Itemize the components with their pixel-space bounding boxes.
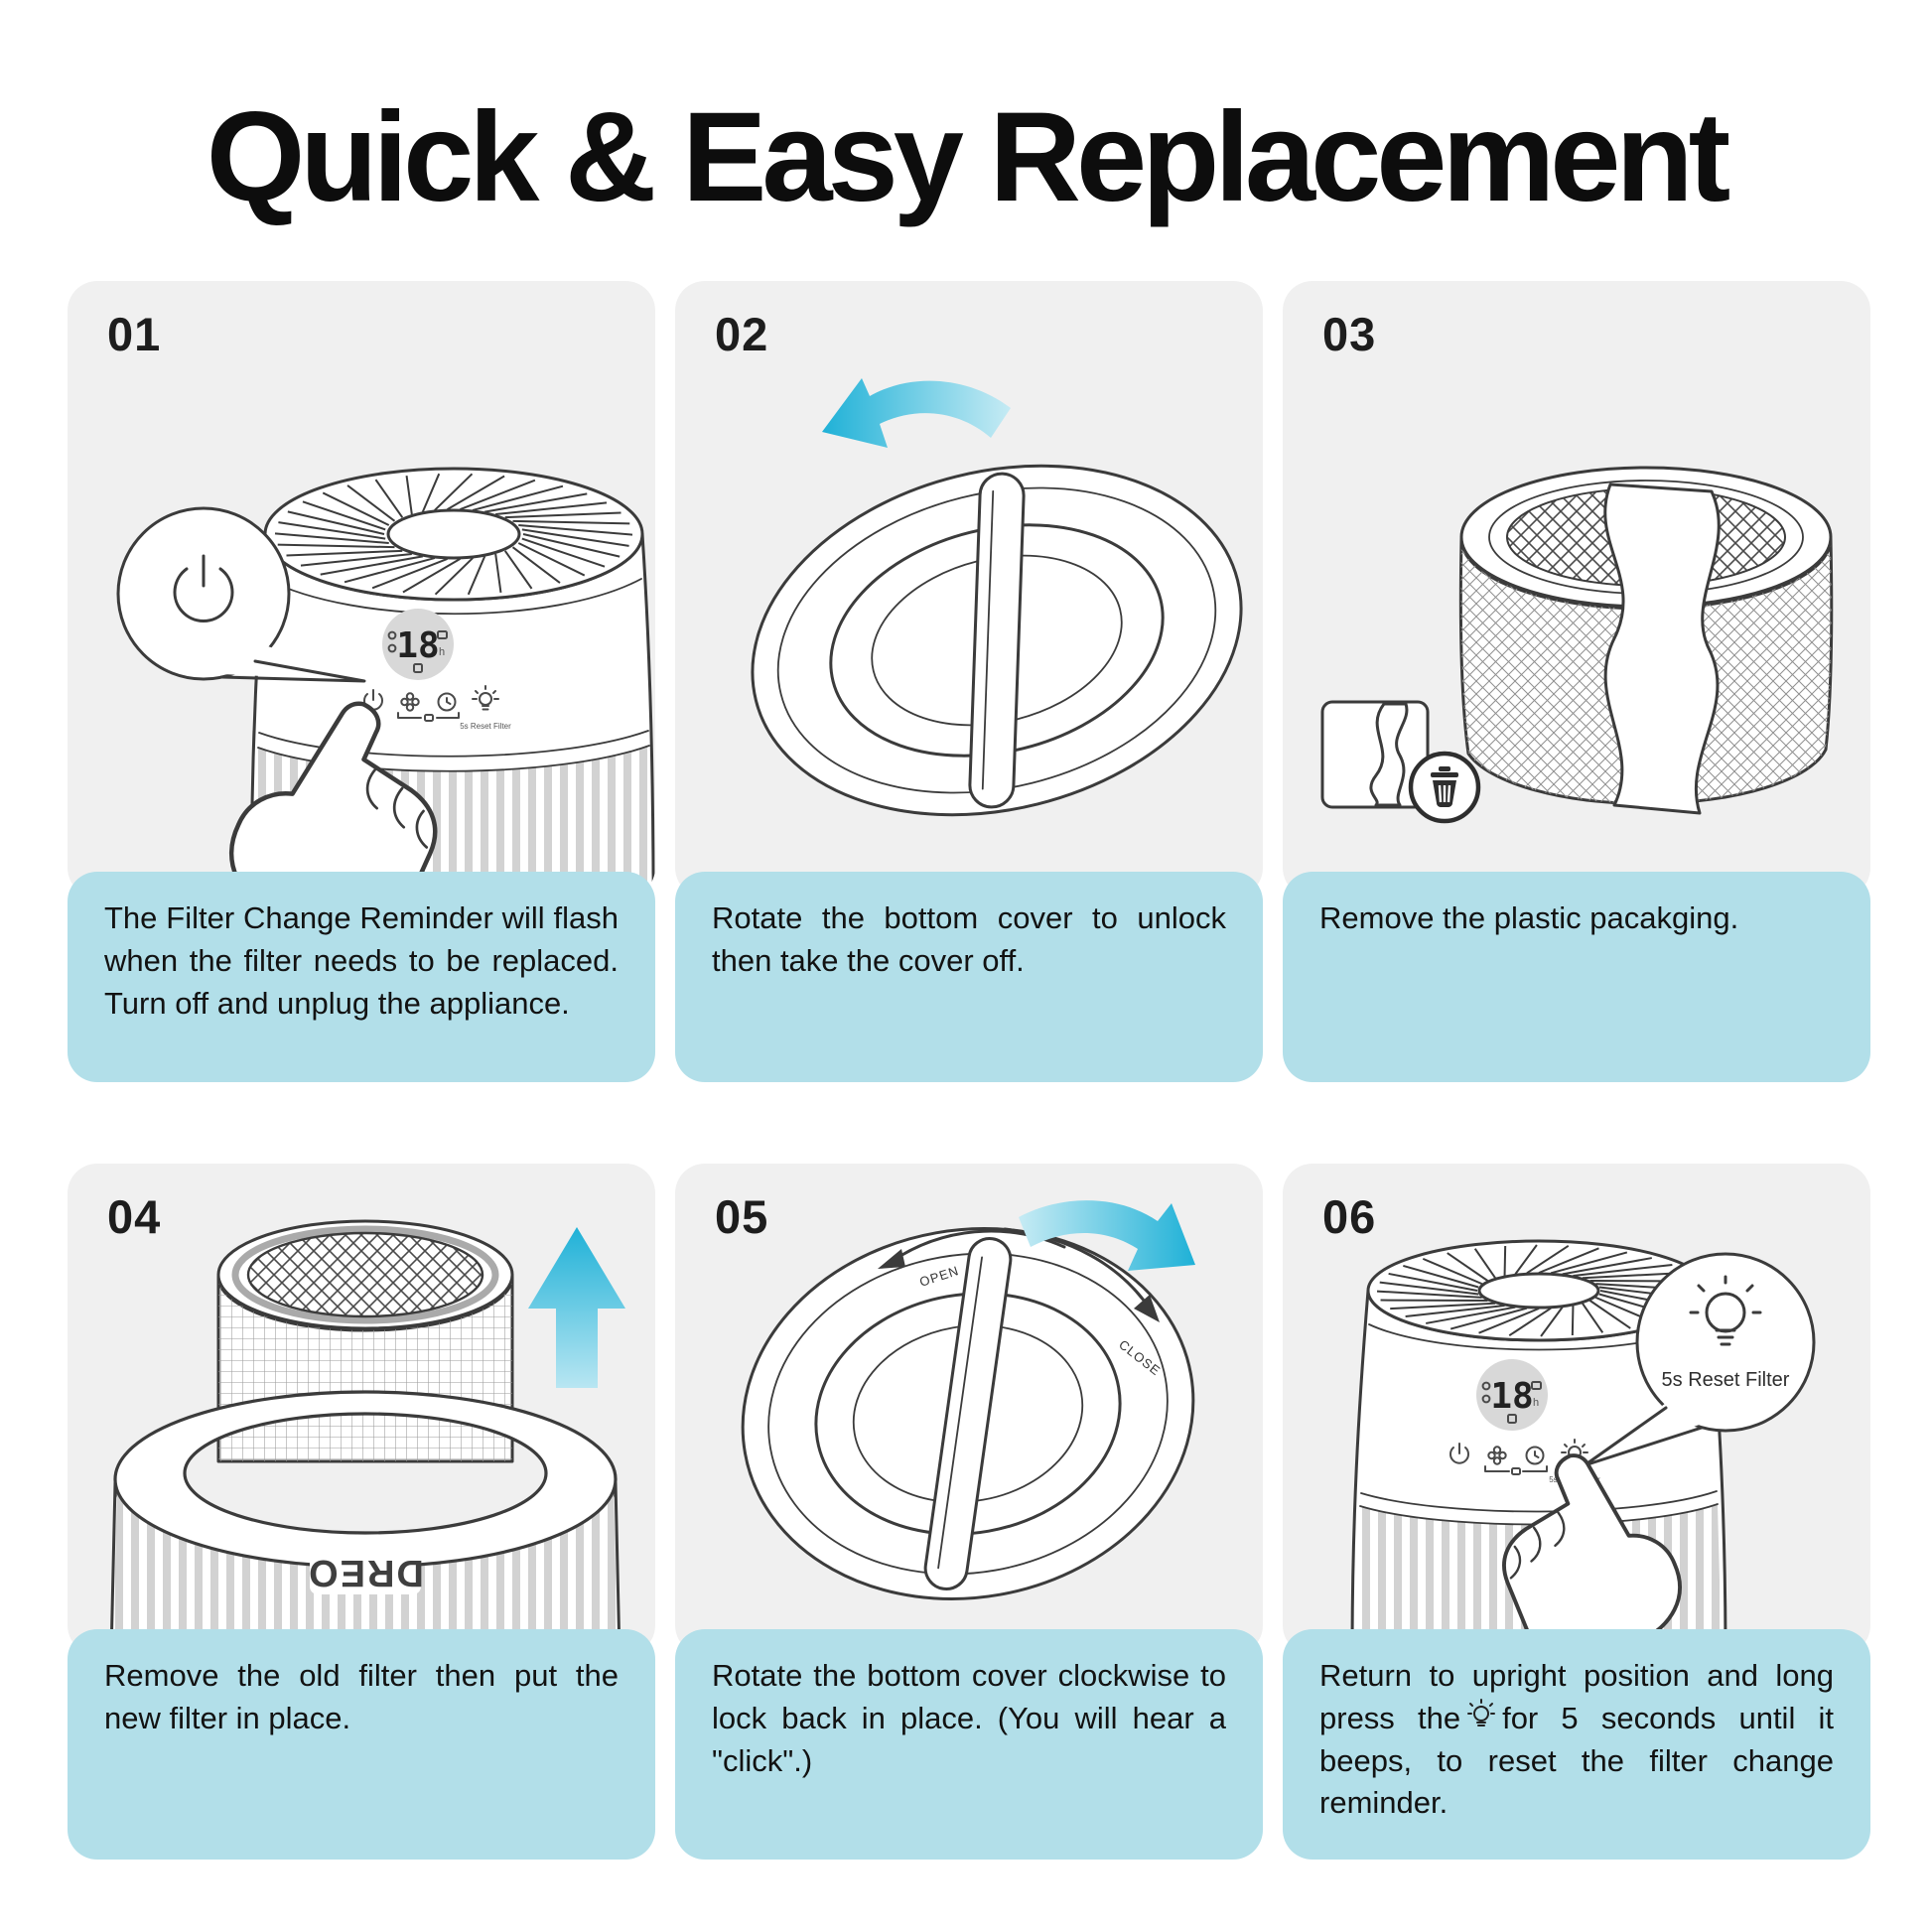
filter-unwrap-illustration (1320, 466, 1834, 824)
bottom-cover (751, 464, 1243, 817)
power-icon-large (173, 554, 234, 622)
fan-speed-icon (1487, 1446, 1507, 1465)
caption-text-after: for 5 seconds until it beeps, to reset t… (1319, 1700, 1835, 1821)
lock-indicator-icon (1531, 1381, 1542, 1390)
child-lock-bracket (1484, 1465, 1548, 1472)
bulb-icon-inline (1467, 1698, 1496, 1726)
step-02-illustration-area: 02 (675, 281, 1263, 897)
hour-unit: h (1533, 1397, 1539, 1409)
step-panel-04: 04 DREO Remove the old filter then put t… (68, 1164, 655, 1860)
step-panel-03: 03 Remo (1283, 281, 1870, 1082)
page-title: Quick & Easy Replacement (206, 86, 1731, 228)
bottom-cover-unlock-illustration (751, 378, 1243, 817)
reset-filter-small-label: 5s Reset Filter (460, 722, 511, 731)
power-icon (1449, 1443, 1469, 1464)
step-number: 06 (1322, 1190, 1377, 1243)
step-number: 04 (107, 1190, 162, 1243)
step-number: 02 (715, 308, 769, 360)
mode-indicator-icon (387, 630, 397, 640)
step-panel-05: 05 OPEN CLOSE (675, 1164, 1263, 1860)
caption-text: Remove the old filter then put the new f… (104, 1658, 619, 1735)
power-speech-bubble (116, 506, 366, 683)
filter-indicator-icon (413, 663, 423, 673)
bottom-cover-lock-illustration: OPEN CLOSE (741, 1200, 1195, 1600)
step-05-caption: Rotate the bottom cover clockwise to loc… (675, 1629, 1263, 1860)
lock-indicator-icon (437, 630, 448, 639)
plastic-film (1603, 483, 1721, 815)
display-value: 18 (396, 625, 439, 666)
step-01-illustration-area: 01 18 h (68, 281, 655, 897)
step-panel-06: 06 18 h (1283, 1164, 1870, 1860)
insert-filter-illustration: DREO (109, 1219, 625, 1655)
step-04-caption: Remove the old filter then put the new f… (68, 1629, 655, 1860)
trash-icon (1408, 751, 1481, 824)
hour-unit: h (439, 646, 445, 658)
timer-indicator-icon (387, 643, 397, 653)
bottom-cover (741, 1227, 1195, 1600)
step-number: 01 (107, 308, 162, 360)
caption-text: Rotate the bottom cover clockwise to loc… (712, 1658, 1226, 1778)
step-panel-01: 01 18 h (68, 281, 655, 1082)
rotate-left-arrow (822, 378, 1011, 448)
step-01-caption: The Filter Change Reminder will flash wh… (68, 872, 655, 1082)
step-04-illustration-area: 04 DREO (68, 1164, 655, 1655)
pointing-hand (1502, 1453, 1682, 1655)
step-number: 03 (1322, 308, 1377, 360)
rotate-right-arrow (1019, 1200, 1195, 1271)
timer-icon (437, 692, 457, 712)
step-03-caption: Remove the plastic pacakging. (1283, 872, 1870, 1082)
inverted-purifier-base: DREO (109, 1390, 621, 1655)
child-lock-icon (424, 714, 434, 722)
step-panel-02: 02 Rotate the bottom cover to unlock the… (675, 281, 1263, 1082)
caption-text: Rotate the bottom cover to unlock then t… (712, 900, 1226, 978)
step-02-caption: Rotate the bottom cover to unlock then t… (675, 872, 1263, 1082)
caption-text: The Filter Change Reminder will flash wh… (104, 900, 619, 1021)
fan-speed-icon (400, 692, 420, 712)
bubble-label: 5s Reset Filter (1662, 1369, 1790, 1391)
film-drawing (1369, 702, 1409, 807)
reset-filter-icon (472, 685, 499, 711)
caption-text: Remove the plastic pacakging. (1319, 900, 1739, 935)
step-06-illustration-area: 06 18 h (1283, 1164, 1870, 1655)
filter-cylinder (1458, 466, 1834, 815)
cover-handle (923, 1237, 1013, 1590)
display: 18 h (382, 609, 454, 680)
mode-indicator-icon (1481, 1381, 1491, 1391)
timer-icon (1525, 1446, 1545, 1465)
lift-up-arrow (528, 1227, 625, 1388)
air-purifier-power-illustration: 18 h (116, 467, 655, 897)
child-lock-icon (1511, 1467, 1521, 1475)
step-number: 05 (715, 1190, 769, 1243)
caption-text-before: Return to upright position and long pres… (1319, 1658, 1834, 1735)
discard-package (1320, 700, 1481, 824)
bulb-icon-large (1689, 1275, 1762, 1346)
fan-blades (274, 473, 633, 596)
filter-indicator-icon (1507, 1414, 1517, 1424)
timer-indicator-icon (1481, 1394, 1491, 1404)
reset-reminder-illustration: 18 h (1350, 1239, 1816, 1655)
display: 18 h (1476, 1359, 1548, 1431)
control-panel: 5s Reset Filter (363, 685, 511, 731)
cover-handle (968, 472, 1026, 809)
brand-logo: DREO (307, 1552, 424, 1593)
step-03-illustration-area: 03 (1283, 281, 1870, 897)
display-value: 18 (1490, 1376, 1533, 1417)
reset-speech-bubble: 5s Reset Filter (1583, 1252, 1816, 1467)
child-lock-bracket (397, 712, 460, 719)
step-05-illustration-area: 05 OPEN CLOSE (675, 1164, 1263, 1655)
step-06-caption: Return to upright position and long pres… (1283, 1629, 1870, 1860)
